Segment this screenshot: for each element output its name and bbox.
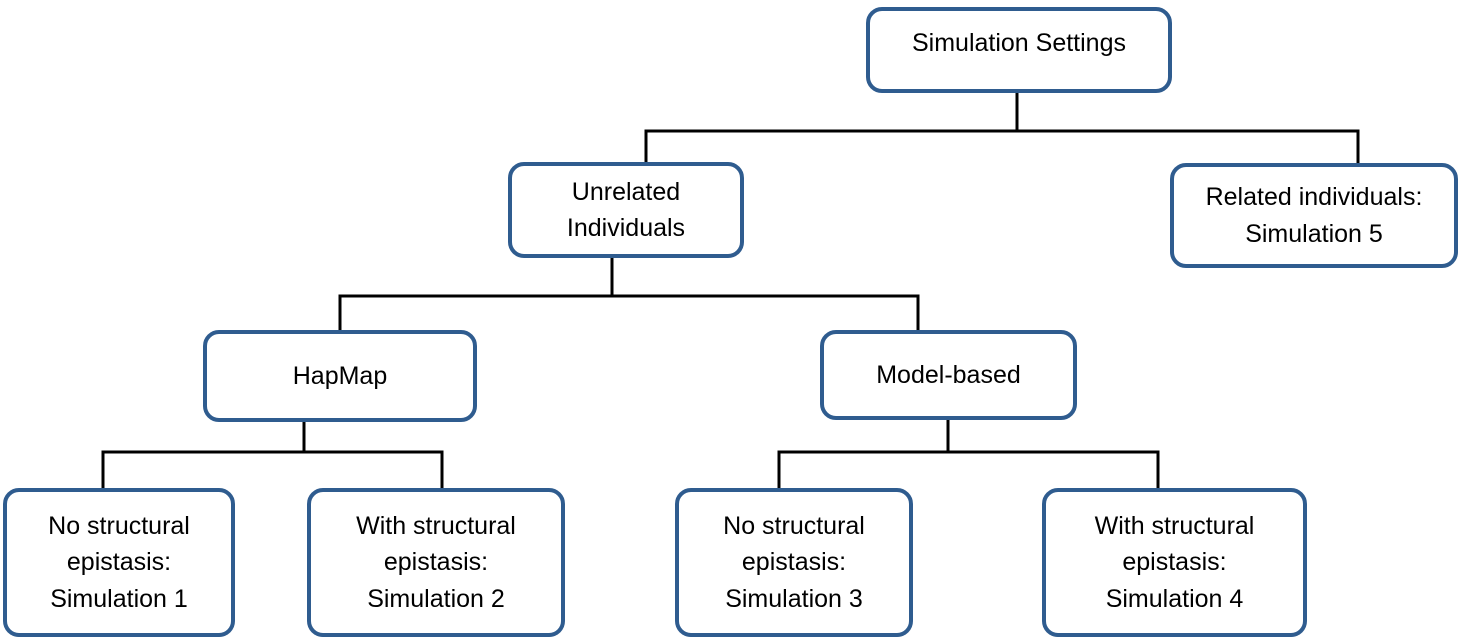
node-no-structural-epistasis-simulation-3: No structural epistasis: Simulation 3	[675, 488, 913, 637]
node-hapmap-label: HapMap	[292, 361, 388, 390]
node-simulation-settings: Simulation Settings	[866, 7, 1172, 93]
connector-root-to-level2	[644, 91, 1360, 169]
node-simulation-3-label: No structural epistasis: Simulation 3	[723, 512, 865, 613]
node-simulation-2-label: With structural epistasis: Simulation 2	[356, 512, 516, 613]
connector-model-to-level4	[777, 418, 1160, 494]
node-related-individuals-simulation-5: Related individuals: Simulation 5	[1170, 163, 1458, 268]
connector-hapmap-to-level4	[101, 420, 444, 494]
node-unrelated-individuals-label: Unrelated Individuals	[566, 177, 686, 242]
node-related-individuals-simulation-5-label: Related individuals: Simulation 5	[1205, 183, 1423, 248]
node-hapmap: HapMap	[203, 330, 477, 422]
node-unrelated-individuals: Unrelated Individuals	[508, 162, 744, 258]
node-model-based-label: Model-based	[876, 360, 1021, 389]
node-with-structural-epistasis-simulation-2: With structural epistasis: Simulation 2	[307, 488, 565, 637]
node-model-based: Model-based	[820, 330, 1077, 420]
node-simulation-4-label: With structural epistasis: Simulation 4	[1094, 512, 1255, 613]
node-no-structural-epistasis-simulation-1: No structural epistasis: Simulation 1	[3, 488, 235, 637]
connector-unrelated-to-level3	[338, 256, 920, 336]
node-with-structural-epistasis-simulation-4: With structural epistasis: Simulation 4	[1042, 488, 1307, 637]
node-simulation-settings-label: Simulation Settings	[911, 28, 1126, 57]
node-simulation-1-label: No structural epistasis: Simulation 1	[48, 512, 190, 613]
